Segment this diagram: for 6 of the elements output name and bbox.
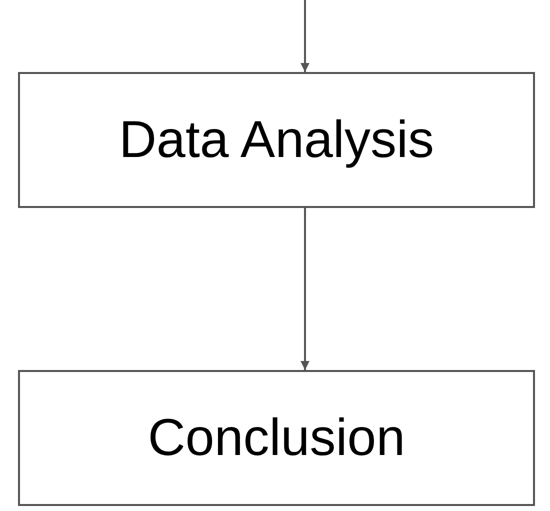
box-label: Conclusion: [148, 408, 406, 468]
box-label: Data Analysis: [118, 110, 434, 170]
process-box: [18, 72, 535, 208]
process-box: [18, 370, 535, 506]
arrow: [300, 0, 310, 72]
arrow: [300, 208, 310, 370]
